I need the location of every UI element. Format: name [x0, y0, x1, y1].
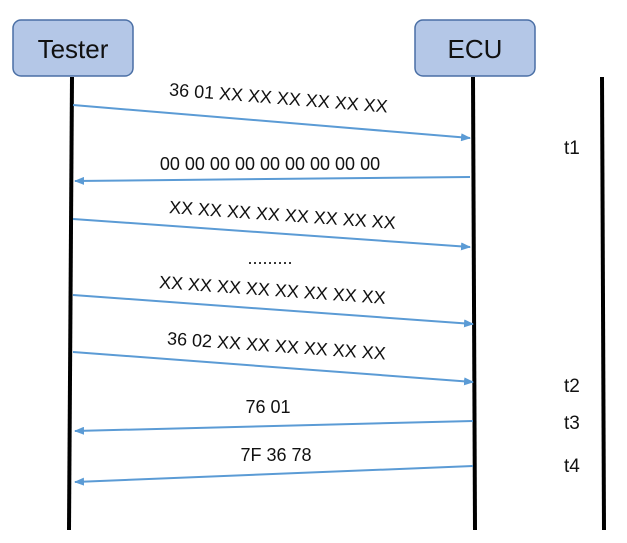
message-7: 7F 36 78 [74, 445, 474, 486]
time-axis-line [600, 76, 606, 531]
message-7-label: 7F 36 78 [240, 445, 311, 465]
message-2: 00 00 00 00 00 00 00 00 00 [74, 154, 471, 185]
tester-lifeline [67, 76, 74, 531]
message-1-label: 36 01 XX XX XX XX XX XX [168, 79, 388, 116]
participant-tester: Tester [12, 19, 134, 77]
message-4-label: XX XX XX XX XX XX XX XX [158, 272, 386, 308]
message-6-arrow [74, 420, 474, 435]
message-5-arrow [72, 351, 474, 386]
message-3: XX XX XX XX XX XX XX XX [72, 197, 471, 251]
message-2-label: 00 00 00 00 00 00 00 00 00 [160, 154, 380, 174]
time-label-t2: t2 [564, 376, 580, 397]
message-5-label: 36 02 XX XX XX XX XX XX [166, 328, 386, 363]
ecu-lifeline [471, 76, 477, 531]
participant-ecu-label: ECU [448, 34, 503, 64]
ellipsis: ......... [247, 248, 292, 268]
message-3-arrow [72, 218, 471, 251]
message-1-arrow [72, 104, 471, 142]
message-5: 36 02 XX XX XX XX XX XX [72, 328, 474, 386]
message-1: 36 01 XX XX XX XX XX XX [72, 79, 471, 142]
message-4-arrow [72, 294, 474, 328]
time-label-t1: t1 [564, 138, 580, 159]
participant-ecu-box [414, 19, 536, 77]
message-6-label: 76 01 [245, 397, 290, 417]
time-label-t3: t3 [564, 413, 580, 434]
message-7-arrow [74, 465, 474, 486]
time-label-t4: t4 [564, 456, 580, 477]
participant-tester-label: Tester [38, 34, 109, 64]
participant-tester-box [12, 19, 134, 77]
message-4: XX XX XX XX XX XX XX XX [72, 272, 474, 328]
message-6: 76 01 [74, 397, 474, 435]
participant-ecu: ECU [414, 19, 536, 77]
message-2-arrow [74, 176, 471, 185]
